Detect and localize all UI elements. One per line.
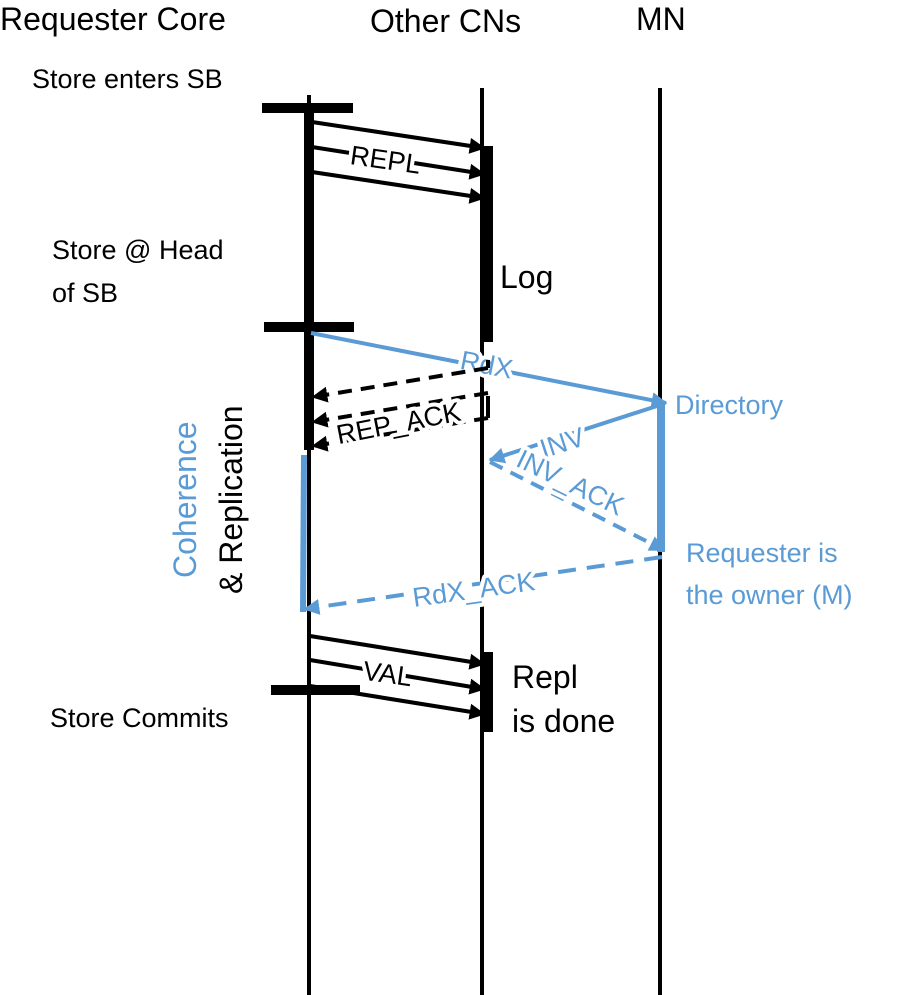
arrow-rdx-ack (303, 555, 663, 615)
arrow-val-3 (309, 684, 486, 720)
note-repl-done-line2: is done (512, 703, 615, 739)
arrow-rep-ack-1 (311, 366, 489, 403)
msg-label-repl: REPL (348, 140, 422, 180)
arrow-val-1 (309, 634, 486, 670)
note-requester-owner-line1: Requester is (686, 538, 838, 568)
lane-header-mn: MN (636, 1, 686, 37)
msg-label-rdx-ack: RdX_ACK (411, 566, 537, 613)
arrow-inv-ack (489, 460, 666, 552)
lane-header-other-cns: Other CNs (370, 3, 521, 39)
arrow-rep-ack-3 (311, 416, 489, 452)
msg-label-val: VAL (361, 656, 414, 693)
activation-requester-coherence (300, 454, 307, 613)
arrow-inv (488, 403, 661, 464)
arrow-val-2 (309, 658, 486, 695)
note-log: Log (500, 259, 553, 295)
msg-label-rep-ack: REP_ACK (334, 397, 463, 451)
note-directory: Directory (675, 390, 784, 420)
arrow-rep-ack-2 (311, 391, 489, 428)
note-store-commits: Store Commits (50, 703, 229, 733)
lane-header-requester: Requester Core (0, 1, 226, 37)
note-repl-done-line1: Repl (512, 659, 578, 695)
side-label-coherence: Coherence (167, 421, 203, 578)
arrow-repl-2 (311, 145, 486, 180)
note-requester-owner-line2: the owner (M) (686, 580, 853, 610)
arrow-repl-3 (311, 170, 486, 204)
side-label-replication: & Replication (213, 405, 249, 594)
arrow-repl-1 (311, 120, 486, 154)
note-store-head-sb-line2: of SB (52, 278, 118, 308)
note-store-head-sb-line1: Store @ Head (52, 235, 224, 265)
note-store-enters-sb: Store enters SB (32, 64, 223, 94)
